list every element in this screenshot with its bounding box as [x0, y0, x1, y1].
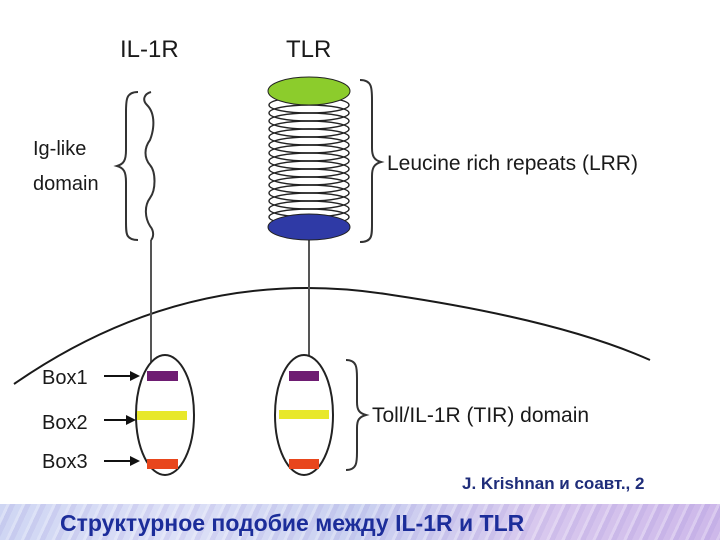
tlr-box3-band [289, 459, 319, 469]
box-label-group: Box1 Box2 Box3 [42, 367, 140, 473]
lrr-bottom-cap [267, 213, 351, 241]
il1r-box1-band [147, 371, 178, 381]
ig-like-label-line2: domain [33, 173, 99, 195]
citation-credit: J. Krishnan и соавт., 2 [462, 474, 645, 493]
lrr-coil [268, 96, 350, 226]
tir-brace [345, 359, 370, 471]
tlr-title: TLR [286, 36, 331, 63]
il1r-box2-band [137, 411, 187, 420]
box2-arrowhead [126, 415, 136, 425]
tlr-box2-band [279, 410, 329, 419]
lrr-top-cap [267, 76, 351, 106]
il1r-title: IL-1R [120, 36, 179, 63]
box1-label: Box1 [42, 367, 88, 389]
lrr-label: Leucine rich repeats (LRR) [387, 152, 638, 175]
tir-label: Toll/IL-1R (TIR) domain [372, 404, 589, 427]
tlr-box1-band [289, 371, 319, 381]
il1r-box3-band [147, 459, 178, 469]
ig-like-brace [113, 91, 139, 241]
ig-like-label-line1: Ig-like [33, 138, 86, 160]
slide-title: Структурное подобие между IL-1R и TLR [60, 510, 525, 536]
cell-membrane [13, 287, 651, 385]
box1-arrowhead [130, 371, 140, 381]
lrr-brace [359, 79, 385, 243]
box3-arrowhead [130, 456, 140, 466]
il1r-ig-like-domain [143, 91, 156, 241]
footer-band: Структурное подобие между IL-1R и TLR [0, 504, 720, 540]
box3-label: Box3 [42, 451, 88, 473]
box2-label: Box2 [42, 412, 88, 434]
